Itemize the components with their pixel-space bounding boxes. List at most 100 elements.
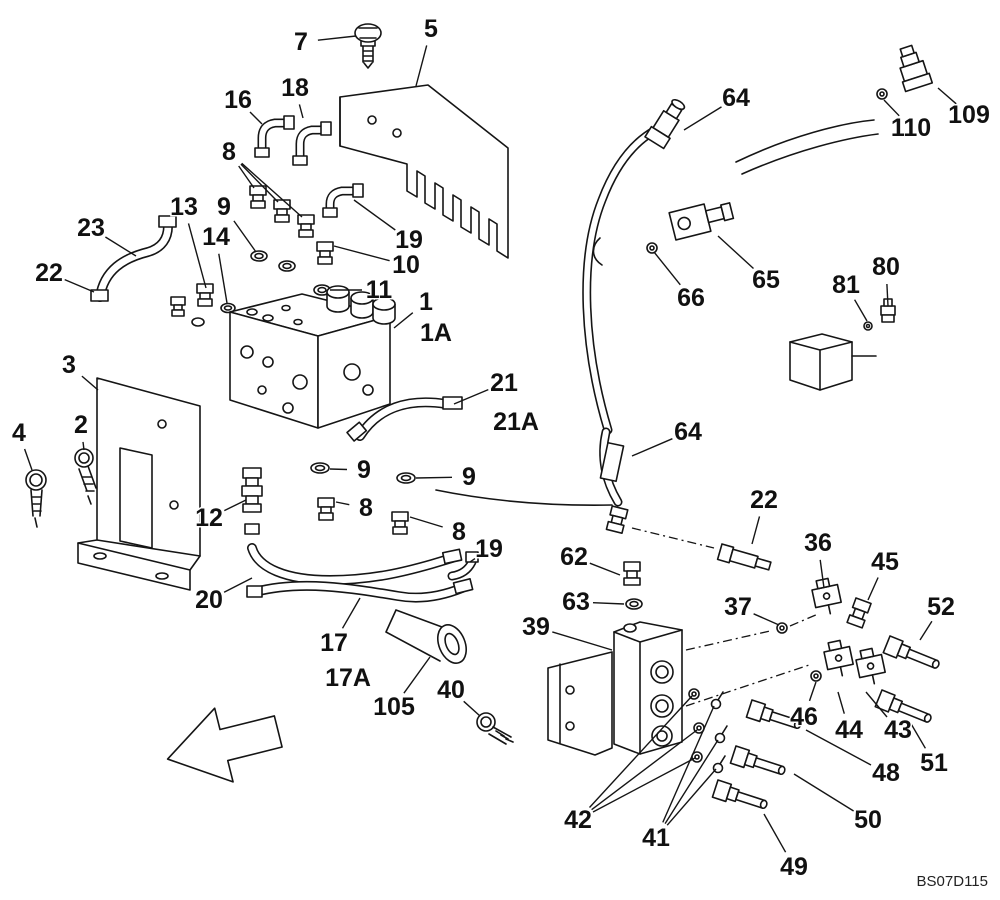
- part-label-9-21: 9: [357, 456, 371, 484]
- mounting-bracket-3: [77, 377, 201, 591]
- leader-line: [353, 199, 396, 231]
- hose-64: [582, 98, 686, 535]
- part-label-40-30: 40: [437, 676, 465, 704]
- part-label-17-27: 17: [320, 629, 348, 657]
- part-label-7-0: 7: [294, 28, 308, 56]
- part-label-51-52: 51: [920, 749, 948, 777]
- o-ring-110: [876, 88, 888, 100]
- leader-lines-layer: [23, 35, 957, 853]
- part-label-45-47: 45: [871, 548, 899, 576]
- valve-block-39: [613, 621, 683, 755]
- direction-arrow: [166, 707, 283, 783]
- part-label-16-2: 16: [224, 86, 252, 114]
- valve-44: [823, 639, 854, 677]
- o-ring-46: [810, 670, 822, 682]
- hose-end-fitting-64-bottom: [605, 505, 629, 535]
- leader-line: [631, 438, 673, 457]
- fitting-45: [846, 597, 872, 629]
- leader-line: [592, 602, 625, 605]
- part-label-20-26: 20: [195, 586, 223, 614]
- leader-line: [853, 299, 868, 322]
- o-ring-9-top: [250, 250, 296, 272]
- hose-22-elbow-23: [90, 215, 177, 302]
- part-label-19-25: 19: [475, 535, 503, 563]
- block-80-81: [789, 333, 877, 391]
- part-label-10-11: 10: [392, 251, 420, 279]
- part-label-9-6: 9: [217, 193, 231, 221]
- part-label-19-10: 19: [395, 226, 423, 254]
- leader-line: [793, 773, 854, 812]
- o-ring-14: [191, 302, 236, 327]
- leader-line: [683, 106, 722, 131]
- leader-line: [415, 476, 453, 479]
- part-label-43-51: 43: [884, 716, 912, 744]
- leader-line: [592, 757, 696, 813]
- leader-line: [664, 739, 719, 824]
- elbow-fitting-19-top: [322, 183, 364, 218]
- elbow-fitting-16: [254, 115, 295, 158]
- tube-nut-8b: [273, 199, 291, 223]
- leader-line: [187, 223, 207, 289]
- part-label-66-38: 66: [677, 284, 705, 312]
- leader-line: [469, 558, 476, 563]
- fitting-10: [316, 241, 334, 265]
- leader-line: [317, 35, 357, 41]
- union-fitting-12: [241, 467, 263, 513]
- part-label-3-15: 3: [62, 351, 76, 379]
- hex-bolt-4: [25, 469, 47, 528]
- o-ring-81: [863, 321, 873, 331]
- leader-line: [867, 577, 879, 601]
- leader-line: [886, 283, 889, 307]
- part-label-44-50: 44: [835, 716, 863, 744]
- leader-line: [666, 768, 717, 826]
- hex-bolt-40: [476, 712, 514, 745]
- elbow-19-bottom: [447, 551, 479, 581]
- part-label-9-22: 9: [462, 463, 476, 491]
- leader-line: [238, 165, 255, 189]
- part-label-63-32: 63: [562, 588, 590, 616]
- leader-line: [81, 375, 99, 391]
- main-manifold-block-1: [229, 285, 396, 429]
- leader-line: [329, 468, 348, 471]
- part-label-8-23: 8: [359, 494, 373, 522]
- part-label-36-46: 36: [804, 529, 832, 557]
- leader-line: [763, 813, 787, 853]
- leader-line: [105, 236, 137, 257]
- coupler-22-bottom: [716, 543, 772, 571]
- leader-line: [233, 220, 257, 253]
- leader-line: [591, 729, 698, 811]
- part-label-65-39: 65: [752, 266, 780, 294]
- part-label-8-24: 8: [452, 518, 466, 546]
- leader-line: [552, 631, 613, 651]
- leader-line: [808, 681, 817, 702]
- part-label-52-48: 52: [927, 593, 955, 621]
- part-label-2-16: 2: [74, 411, 88, 439]
- fitting-13b: [170, 296, 186, 317]
- assembly-dash-3: [631, 527, 715, 549]
- part-label-22-9: 22: [35, 259, 63, 287]
- tube-nut-8c: [297, 214, 315, 238]
- plugs-41: [710, 691, 728, 774]
- valve-43: [855, 647, 886, 685]
- leader-line: [23, 448, 33, 471]
- part-label-1-13: 1: [419, 288, 433, 316]
- part-label-39-33: 39: [522, 613, 550, 641]
- leader-line: [837, 691, 845, 714]
- elbow-fitting-65: [668, 202, 735, 241]
- leader-line: [64, 278, 95, 293]
- leader-line: [223, 499, 247, 512]
- elbow-fitting-18: [292, 121, 332, 166]
- leader-line: [588, 695, 693, 808]
- hex-bolt-2: [74, 448, 97, 505]
- tube-nut-8-mid1: [317, 497, 335, 521]
- hose-21: [346, 396, 463, 442]
- leader-line: [865, 691, 888, 718]
- leader-line: [409, 516, 443, 528]
- part-label-23-8: 23: [77, 214, 105, 242]
- o-ring-9-mid: [310, 462, 416, 484]
- part-label-42-35: 42: [564, 806, 592, 834]
- part-label-21-18: 21: [490, 369, 518, 397]
- leader-line: [223, 577, 253, 593]
